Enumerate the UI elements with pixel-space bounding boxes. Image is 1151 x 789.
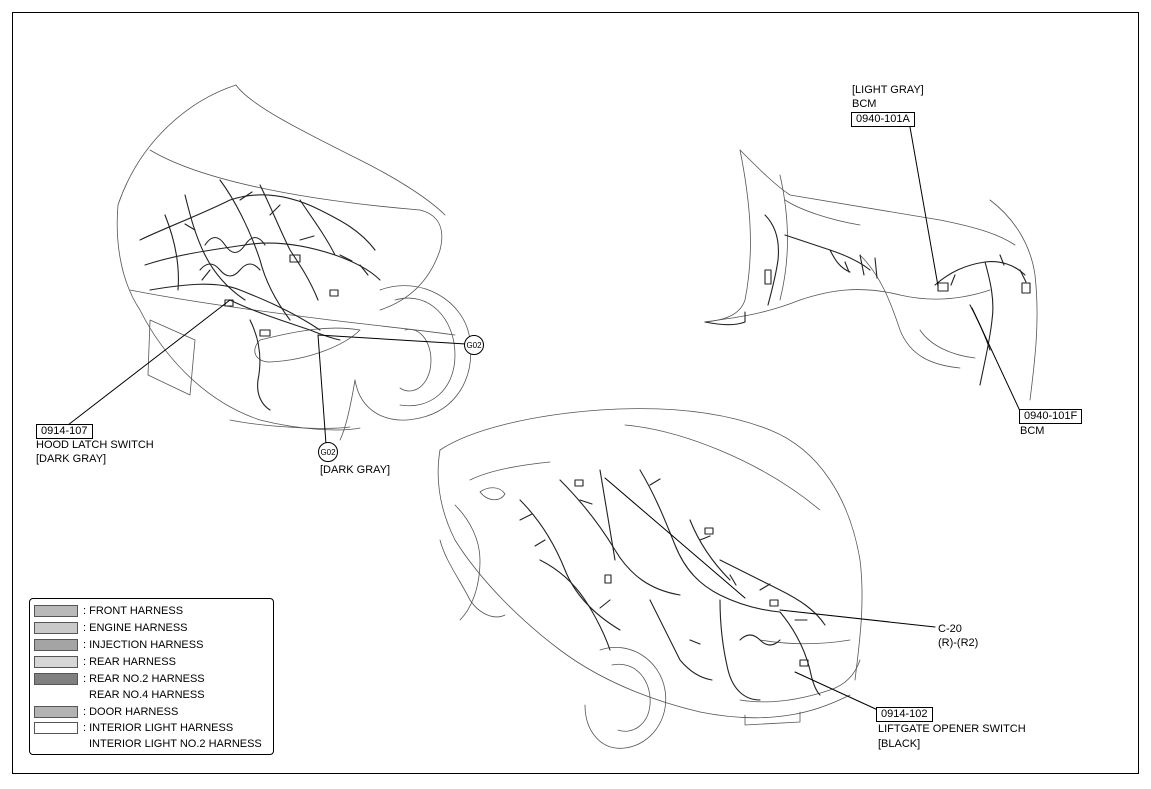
legend-label: : REAR HARNESS — [83, 656, 176, 668]
legend-swatch — [34, 656, 78, 668]
interior-dashboard-drawing — [704, 149, 1038, 401]
front-harness-wires — [139, 179, 381, 411]
hood-latch-connector-code: 0914-107 — [36, 424, 93, 439]
bcm-f-connector-code: 0940-101F — [1019, 409, 1083, 424]
bcm-f-name-label: BCM — [1020, 425, 1045, 437]
legend-label: : ENGINE HARNESS — [83, 622, 188, 634]
interior-leader-lines — [909, 126, 1021, 412]
legend-swatch — [34, 706, 78, 718]
ground-color-label: [DARK GRAY] — [320, 464, 391, 476]
bcm-a-connector-code: 0940-101A — [851, 112, 915, 127]
legend-swatch — [34, 673, 78, 685]
legend-label: : INJECTION HARNESS — [83, 639, 204, 651]
front-leader-lines — [67, 299, 467, 445]
hood-latch-color-label: [DARK GRAY] — [36, 453, 107, 465]
legend-rear-no4-label: REAR NO.4 HARNESS — [89, 689, 205, 701]
liftgate-connector-code: 0914-102 — [876, 707, 933, 722]
rear-leader-lines — [604, 477, 936, 712]
rear-harness-wires — [519, 469, 826, 701]
bcm-a-color-label: [LIGHT GRAY] — [852, 84, 924, 96]
hood-latch-switch-label: HOOD LATCH SWITCH — [36, 439, 154, 451]
c20-code-label: C-20 — [938, 623, 962, 635]
legend-swatch — [34, 639, 78, 651]
liftgate-color-label: [BLACK] — [878, 738, 921, 750]
legend-swatch — [34, 622, 78, 634]
legend-label: : INTERIOR LIGHT HARNESS — [83, 722, 234, 734]
legend-label: : FRONT HARNESS — [83, 605, 184, 617]
front-engine-bay-drawing — [116, 84, 472, 441]
drawing-frame — [12, 12, 1139, 774]
legend-interior-no2-label: INTERIOR LIGHT NO.2 HARNESS — [89, 738, 262, 750]
interior-harness-wires — [704, 214, 1031, 386]
harness-legend: : FRONT HARNESS : ENGINE HARNESS : INJEC… — [29, 598, 274, 755]
liftgate-switch-label: LIFTGATE OPENER SWITCH — [878, 723, 1026, 735]
rear-car-drawing — [437, 408, 863, 749]
legend-swatch — [34, 605, 78, 617]
ground-point-g02-lower: G02 — [318, 442, 338, 462]
legend-label: : DOOR HARNESS — [83, 706, 179, 718]
legend-label: : REAR NO.2 HARNESS — [83, 673, 205, 685]
legend-swatch — [34, 722, 78, 734]
ground-point-g02-right: G02 — [464, 335, 484, 355]
bcm-a-name-label: BCM — [852, 98, 877, 110]
c20-pins-label: (R)-(R2) — [938, 637, 979, 649]
